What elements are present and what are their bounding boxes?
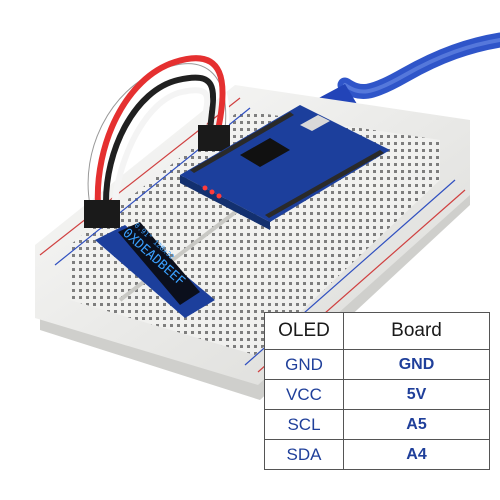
table-row: GND GND (264, 349, 490, 380)
board-pin: GND (343, 349, 490, 380)
oled-pin: VCC (264, 379, 344, 410)
arduino-nano (180, 105, 390, 230)
header-oled: OLED (264, 312, 344, 350)
table-row: VCC 5V (264, 379, 490, 410)
jumper-wires (84, 55, 230, 228)
oled-pin: GND (264, 349, 344, 380)
board-pin: A5 (343, 409, 490, 440)
wiring-table: OLED Board GND GND VCC 5V SCL A5 SDA A4 (264, 312, 490, 470)
header-board: Board (343, 312, 490, 350)
table-row: SCL A5 (264, 409, 490, 440)
board-pin: 5V (343, 379, 490, 410)
board-pin: A4 (343, 439, 490, 470)
oled-pin: SDA (264, 439, 344, 470)
table-row: SDA A4 (264, 439, 490, 470)
oled-pin: SCL (264, 409, 344, 440)
